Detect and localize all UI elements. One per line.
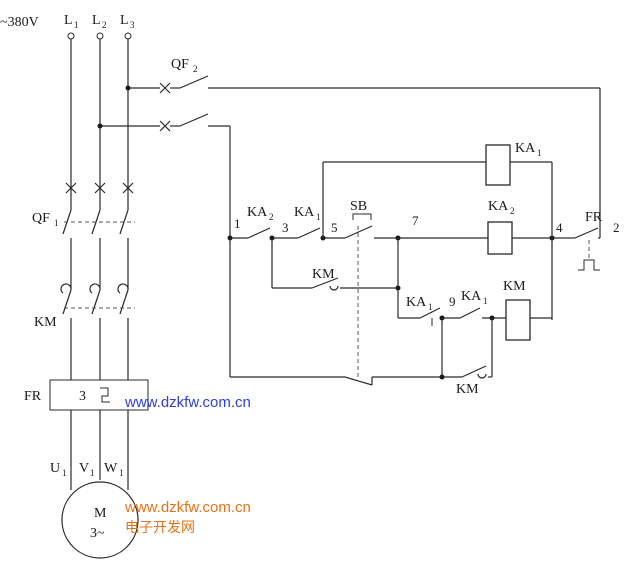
svg-text:1: 1 [62,468,67,478]
svg-text:2: 2 [510,206,515,216]
fr-contact-label: FR [585,210,603,225]
rung-km-hold [271,238,399,318]
km-hold-contact-label: KM [312,267,335,282]
fr-label: FR [24,389,42,404]
svg-text:1: 1 [537,148,542,158]
km-coil [505,299,531,341]
ka1b-contact-label: KA 1 [406,295,433,312]
svg-text:KA: KA [488,199,509,214]
svg-text:KA: KA [406,295,427,310]
power-line-l1 [62,39,72,490]
svg-text:U: U [50,461,60,476]
rung-main [230,225,600,239]
motor-circle [61,481,139,559]
qf1-x-marks [65,182,134,194]
qf1-label: QF 1 [32,211,59,228]
svg-text:1: 1 [90,468,95,478]
motor-terminal-v1: V 1 [79,461,95,478]
qf2-label: QF 2 [171,57,198,74]
watermark-url-2: www.dzkfw.com.cn [124,499,251,516]
km-coil-label: KM [503,279,526,294]
motor-label-m: M [94,506,107,521]
ka1-coil-label: KA 1 [515,141,542,158]
fr-overload-block [49,379,149,411]
motor-terminal-u1: U 1 [50,461,67,478]
node-label-5: 5 [331,220,338,235]
watermark-url-1: www.dzkfw.com.cn [124,394,251,411]
node-label-3: 3 [282,220,289,235]
power-line-l3 [119,39,129,490]
svg-text:L: L [120,13,129,28]
svg-text:1: 1 [119,468,124,478]
svg-text:QF: QF [32,211,50,226]
rung-bottom [229,238,493,386]
bottom-junction-dot [439,374,445,380]
node-label-9: 9 [449,294,456,309]
supply-voltage-label: ~380V [0,15,39,30]
svg-text:KA: KA [515,141,536,156]
node-label-2: 2 [613,220,620,235]
sb-label: SB [350,199,367,214]
motor-terminal-w1: W 1 [104,461,124,478]
power-line-l2 [91,39,101,480]
ka2-contact-label: KA 2 [247,205,274,222]
terminal-l2 [96,32,104,40]
hold-junction-dot [395,285,401,291]
fr-thermal-symbol [578,259,600,271]
terminal-l3 [124,32,132,40]
svg-text:QF: QF [171,57,189,72]
svg-text:1: 1 [316,212,321,222]
svg-text:V: V [79,461,89,476]
tap-dot-l2 [97,123,103,129]
ka2-coil-label: KA 2 [488,199,515,216]
node-label-7: 7 [412,213,419,228]
node-label-1: 1 [234,216,241,231]
ka1-coil [485,144,511,186]
svg-text:L: L [64,13,73,28]
svg-text:2: 2 [193,64,198,74]
line-label-l2: L 2 [92,13,107,30]
line-label-l1: L 1 [64,13,79,30]
control-tap-l2 [100,113,231,236]
km-main-contact-hooks [60,283,129,294]
svg-text:KA: KA [247,205,268,220]
control-tap-l3 [128,75,600,94]
node-label-4: 4 [556,220,563,235]
svg-text:2: 2 [102,20,107,30]
svg-text:2: 2 [269,212,274,222]
fr-heater-symbol [100,387,110,403]
motor-label-phases: 3~ [90,526,105,541]
svg-text:W: W [104,461,118,476]
svg-text:1: 1 [483,296,488,306]
svg-text:1: 1 [428,302,433,312]
ka1c-contact-label: KA 1 [461,289,488,306]
tap-dot-l3 [125,85,131,91]
km-bottom-contact-label: KM [456,382,479,397]
ka1-contact-label: KA 1 [294,205,321,222]
svg-text:3: 3 [130,20,135,30]
sb-button-symbol [352,213,372,220]
terminal-l1 [67,32,75,40]
svg-text:L: L [92,13,101,28]
ka2-coil [487,221,513,255]
watermark-site-name: 电子开发网 [125,520,195,536]
svg-text:KA: KA [294,205,315,220]
km-main-label: KM [34,315,57,330]
svg-text:KA: KA [461,289,482,304]
svg-text:1: 1 [74,20,79,30]
rung-ka1-coil [322,161,553,320]
fr-element-number: 3 [79,389,86,404]
svg-text:1: 1 [54,218,59,228]
line-label-l3: L 3 [120,13,135,30]
